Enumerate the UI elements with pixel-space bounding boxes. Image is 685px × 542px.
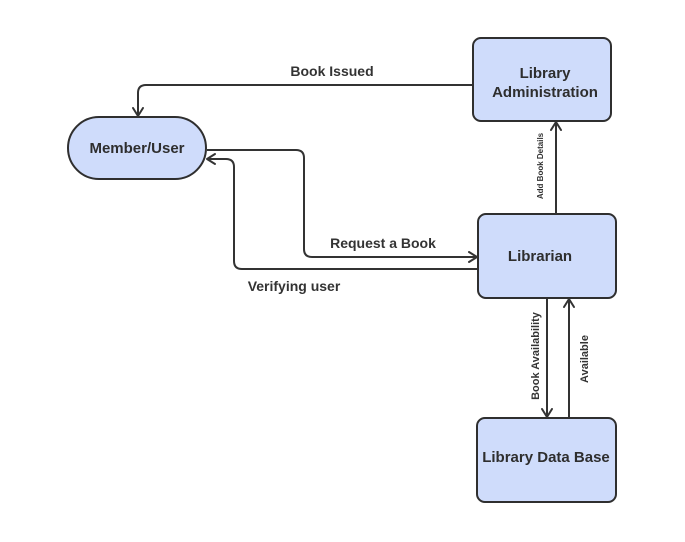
library-administration-node[interactable]: Library Administration — [472, 37, 612, 122]
library-database-label: Library Data Base — [482, 449, 610, 466]
edge-book-availability: Book Availability — [530, 299, 553, 418]
available-label: Available — [579, 335, 591, 383]
arrowhead-icon — [468, 251, 478, 263]
edge-verifying-user: Verifying user — [206, 153, 477, 294]
librarian-label: Librarian — [508, 248, 572, 265]
arrowhead-icon — [563, 298, 575, 308]
arrowhead-icon — [206, 153, 216, 165]
edge-book-issued: Book Issued — [132, 63, 472, 117]
library-administration-label-line1: Library — [520, 65, 572, 82]
member-user-node[interactable]: Member/User — [67, 116, 207, 180]
book-availability-label: Book Availability — [530, 311, 542, 400]
add-book-details-label: Add Book Details — [536, 132, 545, 199]
library-administration-label-line2: Administration — [492, 84, 598, 101]
verifying-user-label: Verifying user — [248, 278, 341, 294]
member-user-label: Member/User — [89, 140, 184, 157]
book-issued-label: Book Issued — [290, 63, 373, 79]
arrowhead-icon — [550, 121, 562, 131]
arrowhead-icon — [541, 408, 553, 418]
request-book-label: Request a Book — [330, 235, 436, 251]
library-database-node[interactable]: Library Data Base — [476, 417, 617, 503]
arrowhead-icon — [132, 107, 144, 117]
edge-add-book-details: Add Book Details — [536, 121, 562, 214]
edge-request-book: Request a Book — [207, 149, 478, 263]
edge-available: Available — [563, 298, 591, 417]
librarian-node[interactable]: Librarian — [477, 213, 617, 299]
